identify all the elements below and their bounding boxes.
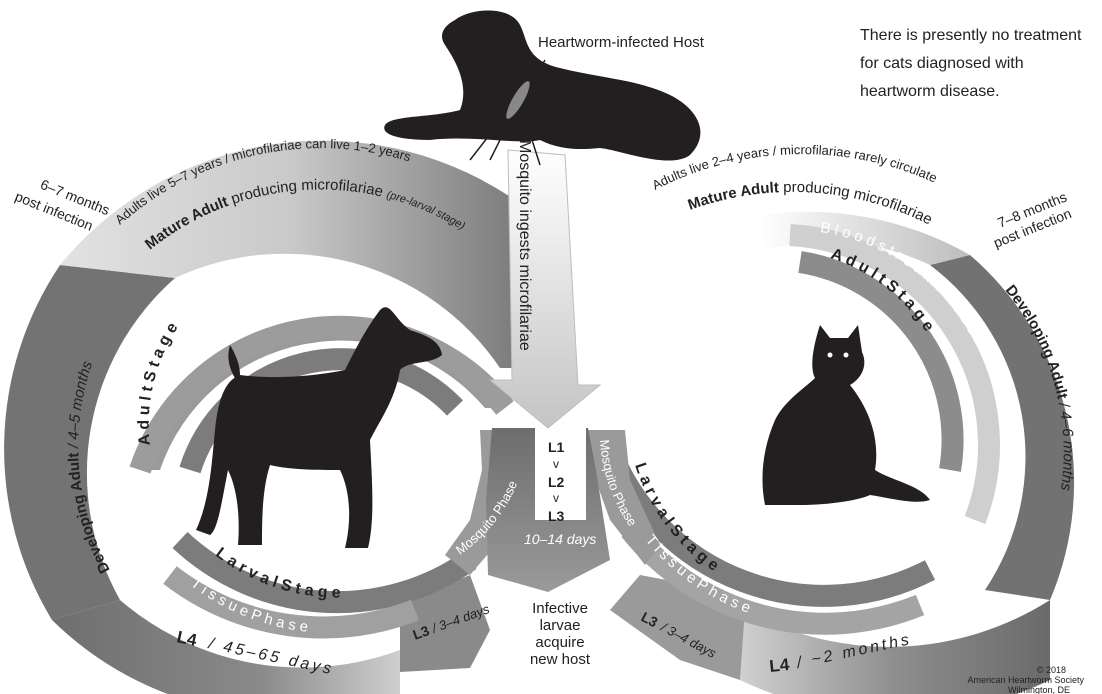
note-line-1: There is presently no treatment — [860, 27, 1082, 44]
l2-label: L2 — [548, 474, 565, 490]
mosquito-arrow-label: Mosquito ingests microfilariae — [516, 140, 533, 351]
footer-location: Wilmington, DE — [1008, 685, 1070, 694]
arrow-1: v — [553, 457, 559, 471]
cat-l4-label: L4 — [768, 655, 790, 676]
note-line-3: heartworm disease. — [860, 83, 1000, 100]
infective-line-4: new host — [530, 651, 591, 668]
note-line-2: for cats diagnosed with — [860, 55, 1024, 72]
footer-society: American Heartworm Society — [967, 675, 1084, 685]
arrow-2: v — [553, 491, 559, 505]
host-label: Heartworm-infected Host — [538, 34, 705, 51]
l1-label: L1 — [548, 439, 565, 455]
l3-label: L3 — [548, 508, 565, 524]
infective-line-3: acquire — [535, 634, 584, 651]
footer-copyright: © 2018 — [1037, 665, 1066, 675]
infective-line-2: larvae — [540, 617, 581, 634]
host-dog-silhouette — [384, 10, 700, 160]
infective-line-1: Infective — [532, 600, 588, 617]
l-days-label: 10–14 days — [524, 531, 596, 547]
cat-silhouette — [762, 325, 930, 505]
